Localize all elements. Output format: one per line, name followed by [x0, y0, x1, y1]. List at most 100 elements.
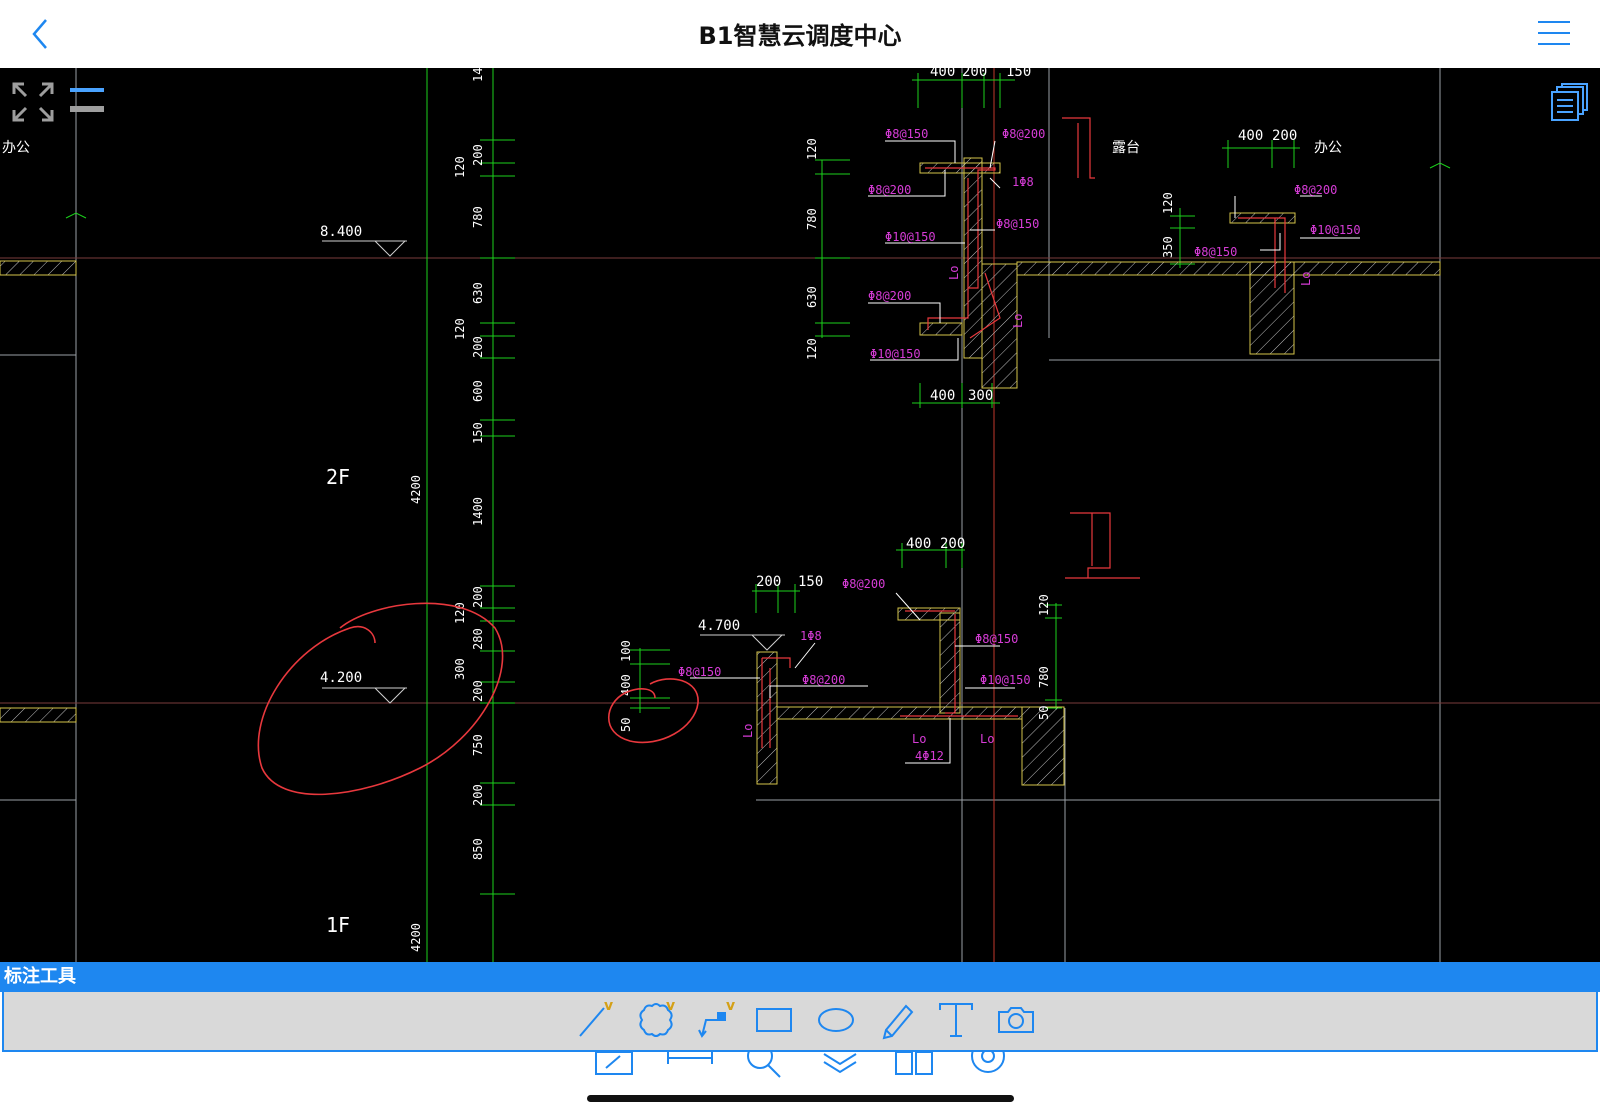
- layers-icon[interactable]: [823, 1053, 857, 1074]
- chevron-left-icon: [32, 19, 47, 49]
- ellipse-icon: [818, 1008, 854, 1032]
- pen-icon: [882, 1004, 914, 1040]
- hamburger-menu-icon: [1538, 21, 1570, 45]
- bottom-nav-icons: [595, 1052, 1005, 1078]
- split-view-icon[interactable]: [895, 1052, 933, 1075]
- anchor-label: Lo: [912, 732, 926, 746]
- arrow-tool[interactable]: v: [694, 998, 738, 1042]
- dimension-text: 850: [471, 838, 485, 860]
- rebar-label: Φ8@150: [678, 665, 721, 679]
- measure-icon[interactable]: [667, 1052, 713, 1064]
- settings-icon[interactable]: [971, 1052, 1005, 1073]
- camera-icon: [998, 1007, 1034, 1033]
- dimension-text: 630: [471, 282, 485, 304]
- arrow-note-icon: v: [698, 998, 735, 1038]
- rebar-label: Φ10@150: [980, 673, 1031, 687]
- floor-label-2f: 2F: [326, 465, 350, 489]
- dimension-text: 400: [906, 536, 931, 552]
- rebar-label: Φ10@150: [885, 230, 936, 244]
- menu-button[interactable]: [1536, 18, 1572, 48]
- elevation-label: 4.700: [698, 618, 740, 634]
- rebar-label: Φ8@200: [802, 673, 845, 687]
- level-height-text: 4200: [409, 923, 423, 952]
- elevation-label: 8.400: [320, 224, 362, 240]
- dimension-text: 120: [453, 156, 467, 178]
- rebar-label: Φ8@150: [996, 217, 1039, 231]
- rectangle-icon: [756, 1008, 792, 1032]
- submenu-marker: v: [666, 998, 675, 1014]
- dimension-text: 150: [471, 422, 485, 444]
- text-tool[interactable]: [934, 998, 978, 1042]
- drawing-canvas[interactable]: 办公 办公 露台 2F 1F 8.400 4.200 4.700 400 200…: [0, 68, 1600, 962]
- dimension-text: 150: [1006, 68, 1031, 80]
- elevation-label: 4.200: [320, 670, 362, 686]
- cloud-tool[interactable]: v: [634, 998, 678, 1042]
- dimension-text: 780: [1037, 666, 1051, 688]
- home-indicator: [587, 1095, 1014, 1102]
- dimension-text: 200: [471, 586, 485, 608]
- rectangle-tool[interactable]: [752, 998, 796, 1042]
- line-icon: v: [579, 998, 613, 1037]
- rebar-label: Φ8@150: [975, 632, 1018, 646]
- edit-icon[interactable]: [595, 1052, 633, 1075]
- rebar-label: Φ8@200: [1002, 127, 1045, 141]
- dimension-text: 780: [805, 208, 819, 230]
- anchor-label: Lo: [1299, 272, 1313, 286]
- dimension-text: 200: [940, 536, 965, 552]
- room-label-terrace: 露台: [1112, 140, 1140, 156]
- dimension-text: 100: [619, 640, 633, 662]
- dimension-text: 150: [798, 574, 823, 590]
- room-label-office-right: 办公: [1314, 140, 1342, 156]
- anchor-label: Lo: [980, 732, 994, 746]
- dimension-text: 350: [1161, 236, 1175, 258]
- line-tool[interactable]: v: [574, 998, 618, 1042]
- rebar-label: Φ8@150: [1194, 245, 1237, 259]
- dimension-text: 120: [453, 602, 467, 624]
- search-icon[interactable]: [747, 1052, 781, 1078]
- dimension-text: 120: [1161, 192, 1175, 214]
- dimension-text: 300: [453, 658, 467, 680]
- dimension-text: 120: [453, 318, 467, 340]
- dimension-text: 400: [1238, 128, 1263, 144]
- page-title: B1智慧云调度中心: [698, 22, 902, 50]
- dimension-text: 200: [471, 336, 485, 358]
- bottom-navigation-bar: [0, 1052, 1600, 1112]
- rebar-label: 4Φ12: [915, 749, 944, 763]
- floor-label-1f: 1F: [326, 913, 350, 937]
- dimension-text: 200: [1272, 128, 1297, 144]
- annotation-toolbar-title: 标注工具: [0, 962, 1600, 992]
- annotation-toolbar: v v v: [2, 992, 1598, 1052]
- dimension-text: 120: [1037, 594, 1051, 616]
- top-navigation-bar: B1智慧云调度中心: [0, 0, 1600, 68]
- room-label-office-left: 办公: [2, 140, 30, 156]
- dimension-text: 200: [471, 680, 485, 702]
- freehand-annotation[interactable]: [257, 602, 699, 796]
- rebar-label: Φ10@150: [1310, 223, 1361, 237]
- rebar-label: 1Φ8: [800, 629, 822, 643]
- camera-tool[interactable]: [994, 998, 1038, 1042]
- dimension-text: 14: [471, 68, 485, 82]
- dimension-text: 120: [805, 338, 819, 360]
- dimension-text: 1400: [471, 497, 485, 526]
- dimension-text: 400: [930, 68, 955, 80]
- dimension-text: 120: [805, 138, 819, 160]
- submenu-marker: v: [726, 998, 735, 1014]
- fullscreen-button[interactable]: [10, 80, 56, 124]
- dimension-text: 200: [471, 144, 485, 166]
- back-button[interactable]: [22, 14, 62, 54]
- level-height-text: 4200: [409, 475, 423, 504]
- rebar-label: Φ8@200: [842, 577, 885, 591]
- dimension-text: 50: [619, 718, 633, 732]
- dimension-text: 300: [968, 388, 993, 404]
- submenu-marker: v: [604, 998, 613, 1014]
- panel-toggle-icon: [70, 88, 104, 112]
- drawing-list-button[interactable]: [1548, 82, 1590, 124]
- ellipse-tool[interactable]: [814, 998, 858, 1042]
- rebar-label: Φ8@200: [868, 289, 911, 303]
- pen-tool[interactable]: [874, 998, 918, 1042]
- dimension-text: 400: [930, 388, 955, 404]
- dimension-text: 200: [471, 784, 485, 806]
- layer-toggle-button[interactable]: [68, 84, 106, 118]
- rebar-label: Φ8@200: [1294, 183, 1337, 197]
- rebar-label: Φ10@150: [870, 347, 921, 361]
